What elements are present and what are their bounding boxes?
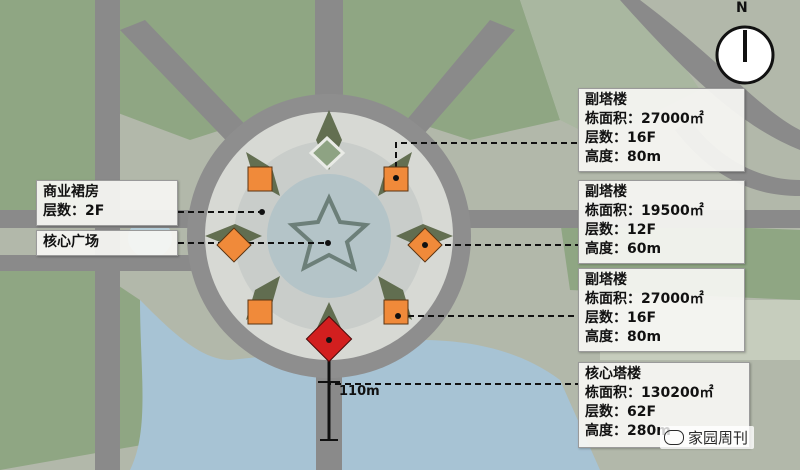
tower-a-label: 副塔楼 栋面积：27000㎡ 层数：16F 高度：80m (578, 88, 745, 172)
tower-b-floors: 层数：12F (585, 222, 657, 238)
podium-label: 商业裙房 层数：2F (36, 180, 178, 226)
green-parcel-nw (0, 0, 95, 210)
core-area: 栋面积：130200㎡ (585, 385, 714, 401)
plaza-label: 核心广场 (36, 230, 178, 256)
anchor-dots (259, 175, 428, 343)
plaza-ring (267, 174, 391, 298)
green-parcel-w (0, 270, 170, 470)
tower-ne (383, 166, 409, 192)
road-diagonal-ne (390, 20, 515, 150)
tower-b-height: 高度：60m (585, 241, 662, 257)
road-diagonal-nw (120, 20, 260, 155)
distance-label: 110m (339, 384, 380, 399)
road-curve-east (620, 0, 800, 150)
central-star (287, 193, 371, 272)
tower-sw (247, 299, 273, 325)
plaza-title: 核心广场 (43, 234, 99, 250)
core-height: 高度：280m (585, 423, 671, 439)
tower-b-area: 栋面积：19500㎡ (585, 203, 704, 219)
core-floors: 层数：62F (585, 404, 657, 420)
tower-se (383, 299, 409, 325)
tower-b-label: 副塔楼 栋面积：19500㎡ 层数：12F 高度：60m (578, 180, 745, 264)
tower-c-label: 副塔楼 栋面积：27000㎡ 层数：16F 高度：80m (578, 268, 745, 352)
tower-w (216, 227, 252, 263)
tower-c-height: 高度：80m (585, 329, 662, 345)
tower-a-title: 副塔楼 (585, 92, 627, 108)
tower-nw (247, 166, 273, 192)
watermark-text: 家园周刊 (688, 429, 749, 447)
podium-floors: 层数：2F (43, 203, 105, 219)
north-label: N (736, 0, 748, 16)
tower-a-height: 高度：80m (585, 149, 662, 165)
north-diamond (308, 135, 346, 171)
watermark: 家园周刊 (660, 426, 755, 449)
north-arrow-icon (715, 25, 775, 85)
road-horizontal-2 (0, 255, 210, 271)
core-title: 核心塔楼 (585, 366, 641, 382)
tower-a-area: 栋面积：27000㎡ (585, 111, 704, 127)
wechat-icon (664, 430, 684, 445)
tower-c-area: 栋面积：27000㎡ (585, 291, 704, 307)
podium-title: 商业裙房 (43, 184, 99, 200)
tower-c-floors: 层数：16F (585, 310, 657, 326)
tower-b-title: 副塔楼 (585, 184, 627, 200)
tower-a-floors: 层数：16F (585, 130, 657, 146)
tower-c-title: 副塔楼 (585, 272, 627, 288)
